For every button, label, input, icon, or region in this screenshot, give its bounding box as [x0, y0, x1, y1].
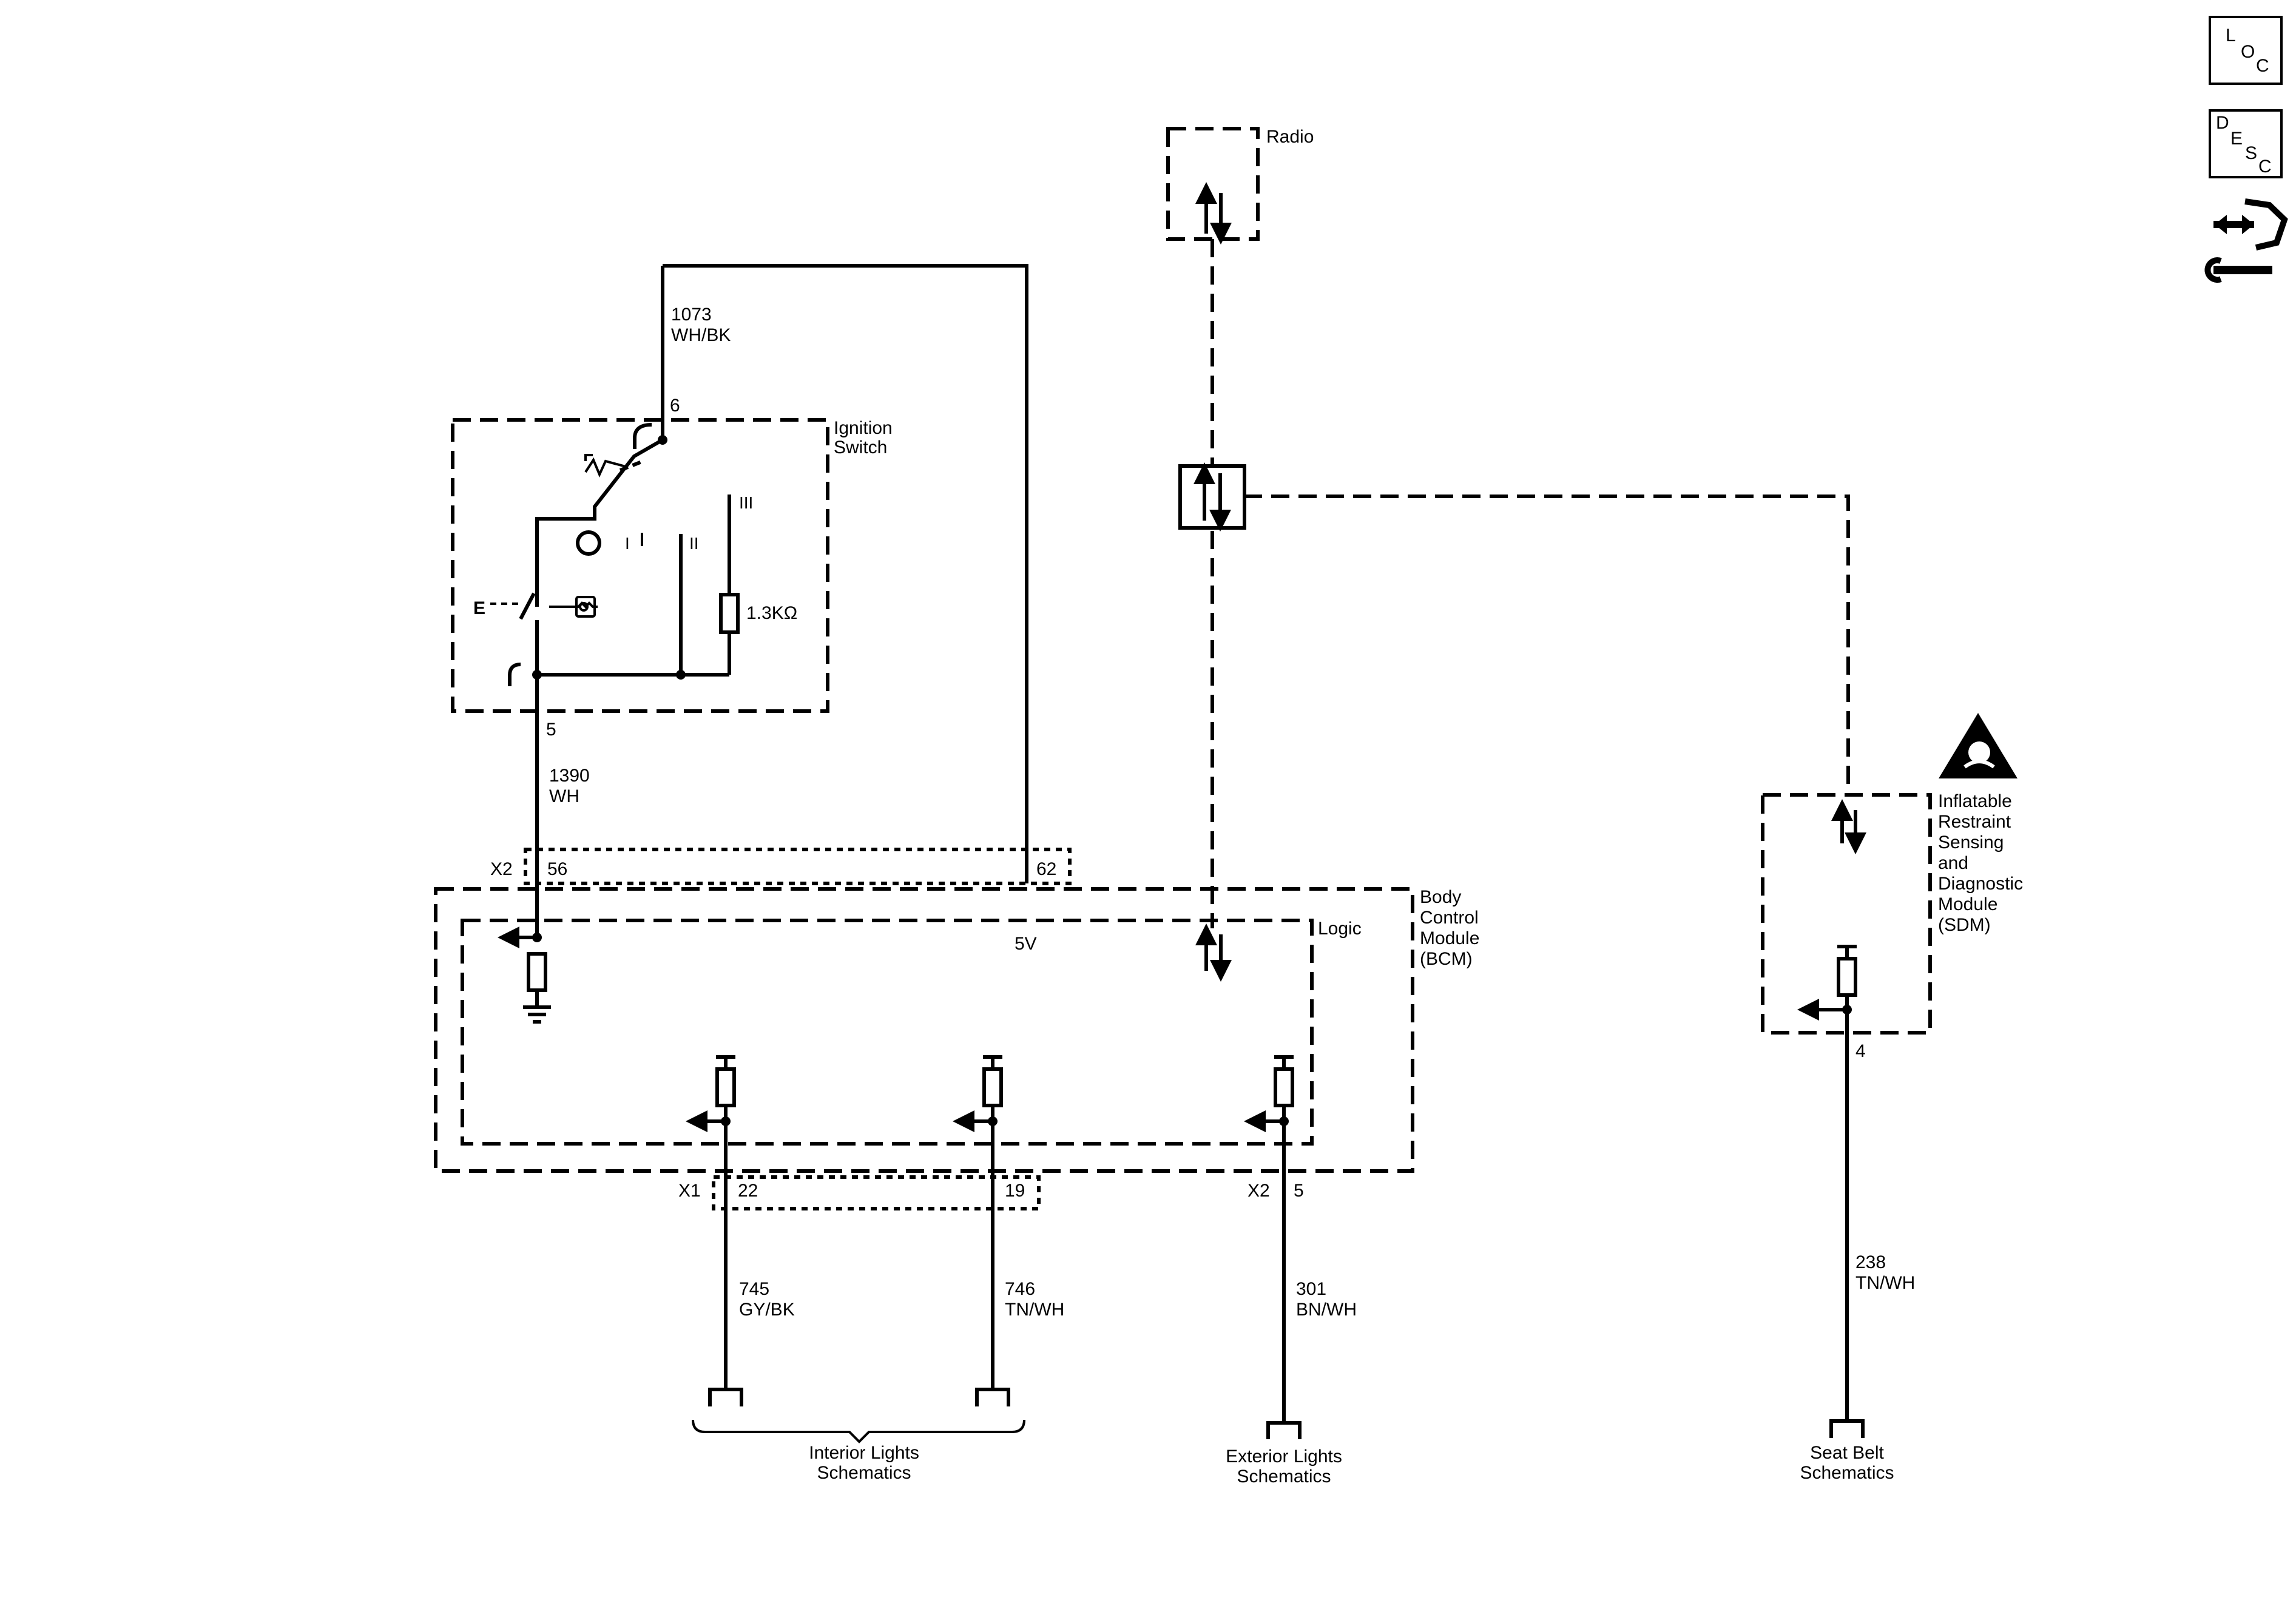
ignition-pos-2: II	[689, 534, 699, 553]
sdm-label-line4: and	[1938, 853, 1968, 873]
interior-lights-line1: Interior Lights	[809, 1443, 919, 1463]
sdm-label-line1: Inflatable	[1938, 791, 2012, 811]
wire-1073-color: WH/BK	[671, 325, 731, 345]
ignition-pos-1: I	[625, 534, 630, 553]
desc-letter-d: D	[2216, 113, 2229, 133]
exterior-lights-line2: Schematics	[1237, 1467, 1331, 1487]
wire-238-circuit: 238	[1855, 1252, 1886, 1272]
bcm-output-301	[1244, 1055, 1294, 1423]
bcm-logic-label: Logic	[1318, 919, 1362, 939]
ignition-e-mark: E	[473, 598, 485, 618]
radio-serial-data-icon	[1195, 182, 1232, 245]
bcm-x2-bottom-connector: X2	[1248, 1181, 1270, 1201]
interior-lights-line2: Schematics	[817, 1463, 911, 1483]
wire-746-circuit: 746	[1005, 1279, 1035, 1299]
ignition-resistor-value: 1.3KΩ	[746, 603, 797, 623]
loc-letter-l: L	[2226, 25, 2236, 46]
exterior-lights-destination[interactable]: Exterior Lights Schematics	[1226, 1421, 1342, 1487]
seatbelt-line1: Seat Belt	[1810, 1443, 1884, 1463]
wire-1073-circuit: 1073	[671, 305, 712, 325]
splice-pack	[1178, 462, 1246, 532]
sdm-label-line6: Module	[1938, 894, 1997, 914]
bcm-output-746	[953, 1055, 1003, 1389]
seatbelt-destination[interactable]: Seat Belt Schematics	[1800, 1419, 1894, 1483]
desc-letter-e: E	[2230, 129, 2243, 149]
wire-238: 238 TN/WH	[1855, 1252, 1915, 1293]
ignition-label-line1: Ignition	[834, 418, 893, 438]
bcm-ignition-input	[498, 927, 551, 1024]
wire-746-color: TN/WH	[1005, 1300, 1064, 1320]
bcm-label-line1: Body	[1420, 887, 1461, 907]
radio-module: Radio	[1166, 127, 1314, 245]
wire-238-color: TN/WH	[1855, 1273, 1915, 1293]
key-icon	[549, 596, 598, 618]
ignition-switch: Ignition Switch 6 I II III 1.3KΩ E	[451, 266, 893, 937]
ground-icon	[523, 1005, 551, 1024]
bcm-x1-pin-19: 19	[1005, 1181, 1025, 1201]
loc-button[interactable]: L O C	[2209, 16, 2283, 85]
wire-1073: 1073 WH/BK	[663, 264, 1028, 883]
ignition-pin-6: 6	[670, 396, 680, 416]
bcm-x2-top-pin-56: 56	[547, 859, 567, 879]
seatbelt-line2: Schematics	[1800, 1463, 1894, 1483]
bcm-output-745	[686, 1055, 736, 1389]
wire-301: 301 BN/WH	[1296, 1279, 1357, 1320]
bcm-x1-pin-22: 22	[738, 1181, 758, 1201]
wire-301-color: BN/WH	[1296, 1300, 1357, 1320]
connector-tool-icon[interactable]	[2204, 198, 2288, 283]
sdm-label-line5: Diagnostic	[1938, 874, 2023, 894]
desc-letter-s: S	[2245, 143, 2257, 163]
wire-1390-color: WH	[549, 786, 579, 806]
loc-letter-o: O	[2241, 42, 2255, 62]
ignition-label-line2: Switch	[834, 437, 887, 457]
radio-label: Radio	[1266, 127, 1314, 147]
wire-1390-circuit: 1390	[549, 766, 590, 786]
bcm-x2-top-pin-62: 62	[1036, 859, 1056, 879]
body-control-module: X2 56 62 Body Control Module (BCM) Logic…	[434, 848, 1479, 1423]
desc-button[interactable]: D E S C	[2209, 109, 2283, 178]
wire-745-color: GY/BK	[739, 1300, 795, 1320]
serial-data-bus	[1210, 239, 1850, 928]
bcm-5v-label: 5V	[1015, 934, 1037, 954]
ignition-pin-5: 5	[546, 720, 556, 740]
bcm-label-line3: Module	[1420, 928, 1479, 948]
bcm-label-line2: Control	[1420, 908, 1479, 928]
bcm-x2-top-connector: X2	[490, 859, 513, 879]
bcm-x1-connector: X1	[678, 1181, 701, 1201]
bcm-label-line4: (BCM)	[1420, 949, 1473, 969]
bcm-serial-data-icon	[1195, 923, 1232, 982]
sdm-label-line3: Sensing	[1938, 832, 2004, 852]
sdm-label-line7: (SDM)	[1938, 915, 1991, 935]
wire-745-circuit: 745	[739, 1279, 769, 1299]
interior-lights-destination[interactable]: Interior Lights Schematics	[692, 1388, 1025, 1483]
airbag-warning-icon	[1939, 713, 2017, 778]
sdm-module: Inflatable Restraint Sensing and Diagnos…	[1761, 713, 2023, 1421]
ignition-pos-3: III	[739, 493, 753, 512]
exterior-lights-line1: Exterior Lights	[1226, 1447, 1342, 1467]
wire-1390: 1390 WH	[549, 766, 590, 806]
wire-745: 745 GY/BK	[739, 1279, 795, 1320]
wire-301-circuit: 301	[1296, 1279, 1326, 1299]
sdm-pin-4: 4	[1855, 1041, 1866, 1061]
sdm-serial-data-icon	[1831, 799, 1866, 854]
bcm-x2-bottom-pin-5: 5	[1294, 1181, 1304, 1201]
desc-letter-c: C	[2258, 157, 2272, 177]
sdm-input-238	[1797, 945, 1857, 1421]
wire-746: 746 TN/WH	[1005, 1279, 1064, 1320]
sdm-label-line2: Restraint	[1938, 812, 2011, 832]
loc-letter-c: C	[2256, 56, 2269, 76]
